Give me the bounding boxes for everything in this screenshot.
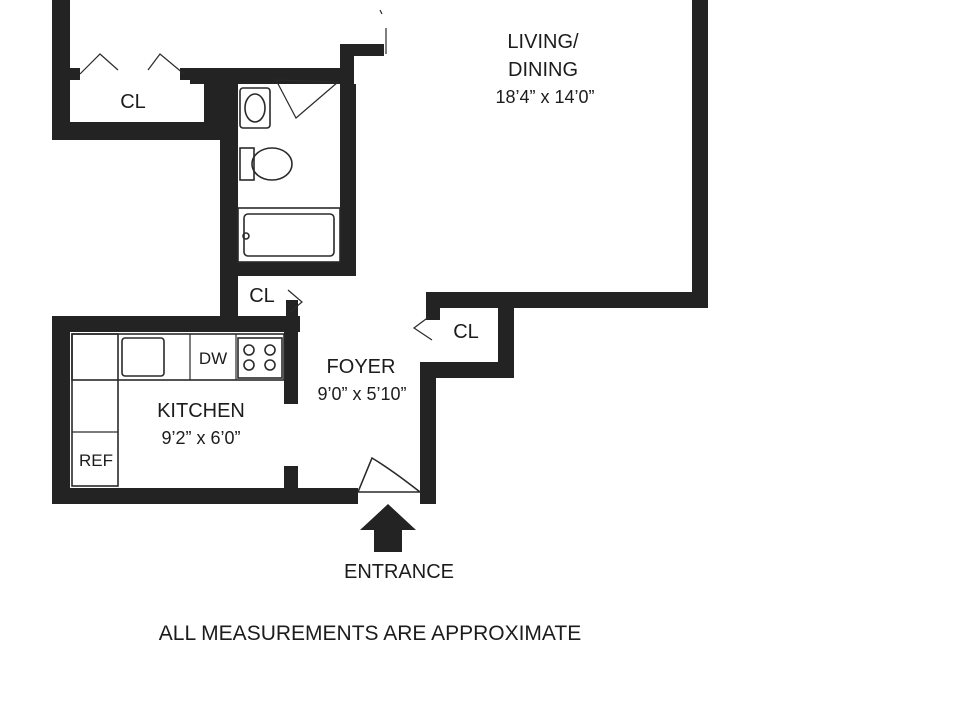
closet-label-hall: CL [249, 285, 275, 307]
toilet-tank [239, 147, 255, 181]
living-dining-label-line2: DINING [508, 59, 578, 81]
bathroom-sink [239, 87, 271, 129]
disclaimer-note: ALL MEASUREMENTS ARE APPROXIMATE [159, 622, 581, 645]
counter-top [71, 333, 285, 381]
living-dining-label-line1: LIVING/ [507, 31, 579, 53]
foyer-label: FOYER [327, 356, 396, 378]
stove [237, 337, 283, 379]
kitchen-fixtures [71, 333, 285, 487]
kitchen-label: KITCHEN [157, 400, 245, 422]
toilet-bowl [251, 147, 293, 181]
refrigerator-label: REF [79, 451, 113, 470]
dishwasher-label: DW [199, 349, 227, 368]
closet-label-foyer: CL [453, 321, 479, 343]
walls [52, 0, 708, 504]
entrance-label: ENTRANCE [344, 561, 454, 583]
kitchen-dimensions: 9’2” x 6’0” [161, 428, 240, 448]
kitchen-sink [121, 337, 165, 377]
doors [79, 9, 433, 493]
bathtub [237, 207, 341, 263]
living-dining-dimensions: 18’4” x 14’0” [495, 87, 594, 107]
closet-label-top-left: CL [120, 91, 146, 113]
counter-side [71, 333, 119, 487]
foyer-dimensions: 9’0” x 5’10” [317, 384, 406, 404]
entrance-arrow-icon [360, 504, 416, 552]
bathroom-fixtures [237, 87, 341, 263]
